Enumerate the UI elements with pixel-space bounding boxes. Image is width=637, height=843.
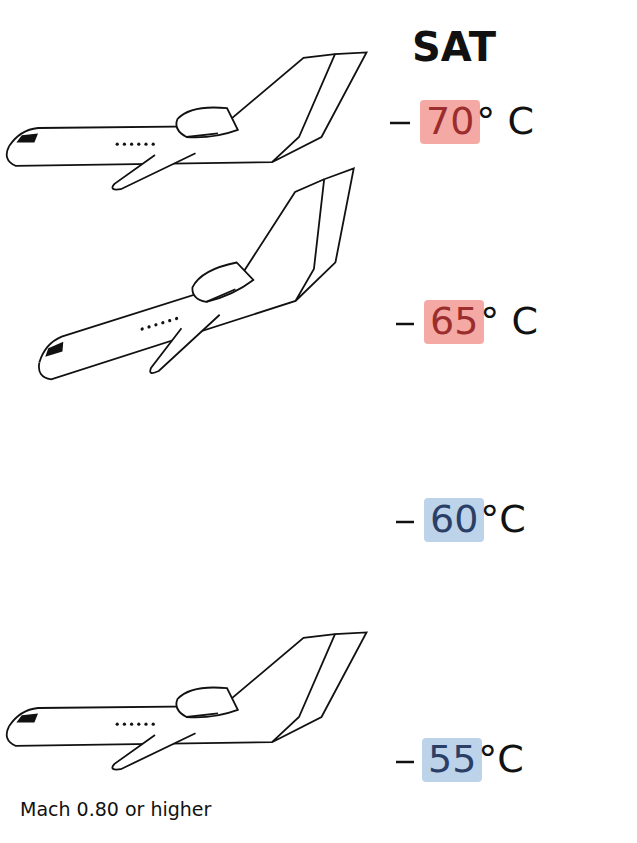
airplane-pitched bbox=[10, 168, 394, 404]
airplane-level-fast bbox=[7, 632, 367, 769]
degree-unit: °C bbox=[480, 500, 526, 540]
airplane-level bbox=[7, 52, 367, 189]
highlighted-temperature: 55 bbox=[422, 738, 482, 782]
temperature-value: 60 bbox=[430, 500, 478, 540]
tick bbox=[396, 323, 414, 326]
temperature-value: 70 bbox=[426, 102, 474, 142]
note: Mach 0.80 or higher bbox=[20, 798, 211, 820]
tick bbox=[396, 761, 414, 764]
tick bbox=[396, 521, 414, 524]
temperature-value: 55 bbox=[428, 740, 476, 780]
highlighted-temperature: 70 bbox=[420, 100, 480, 144]
tick bbox=[390, 122, 410, 125]
temperature-value: 65 bbox=[430, 302, 478, 342]
degree-unit: ° C bbox=[480, 302, 538, 342]
highlighted-temperature: 65 bbox=[424, 300, 484, 344]
degree-unit: °C bbox=[478, 740, 524, 780]
tick-marks bbox=[390, 123, 414, 762]
highlighted-temperature: 60 bbox=[424, 498, 484, 542]
title: SAT bbox=[412, 24, 496, 70]
degree-unit: ° C bbox=[476, 102, 534, 142]
